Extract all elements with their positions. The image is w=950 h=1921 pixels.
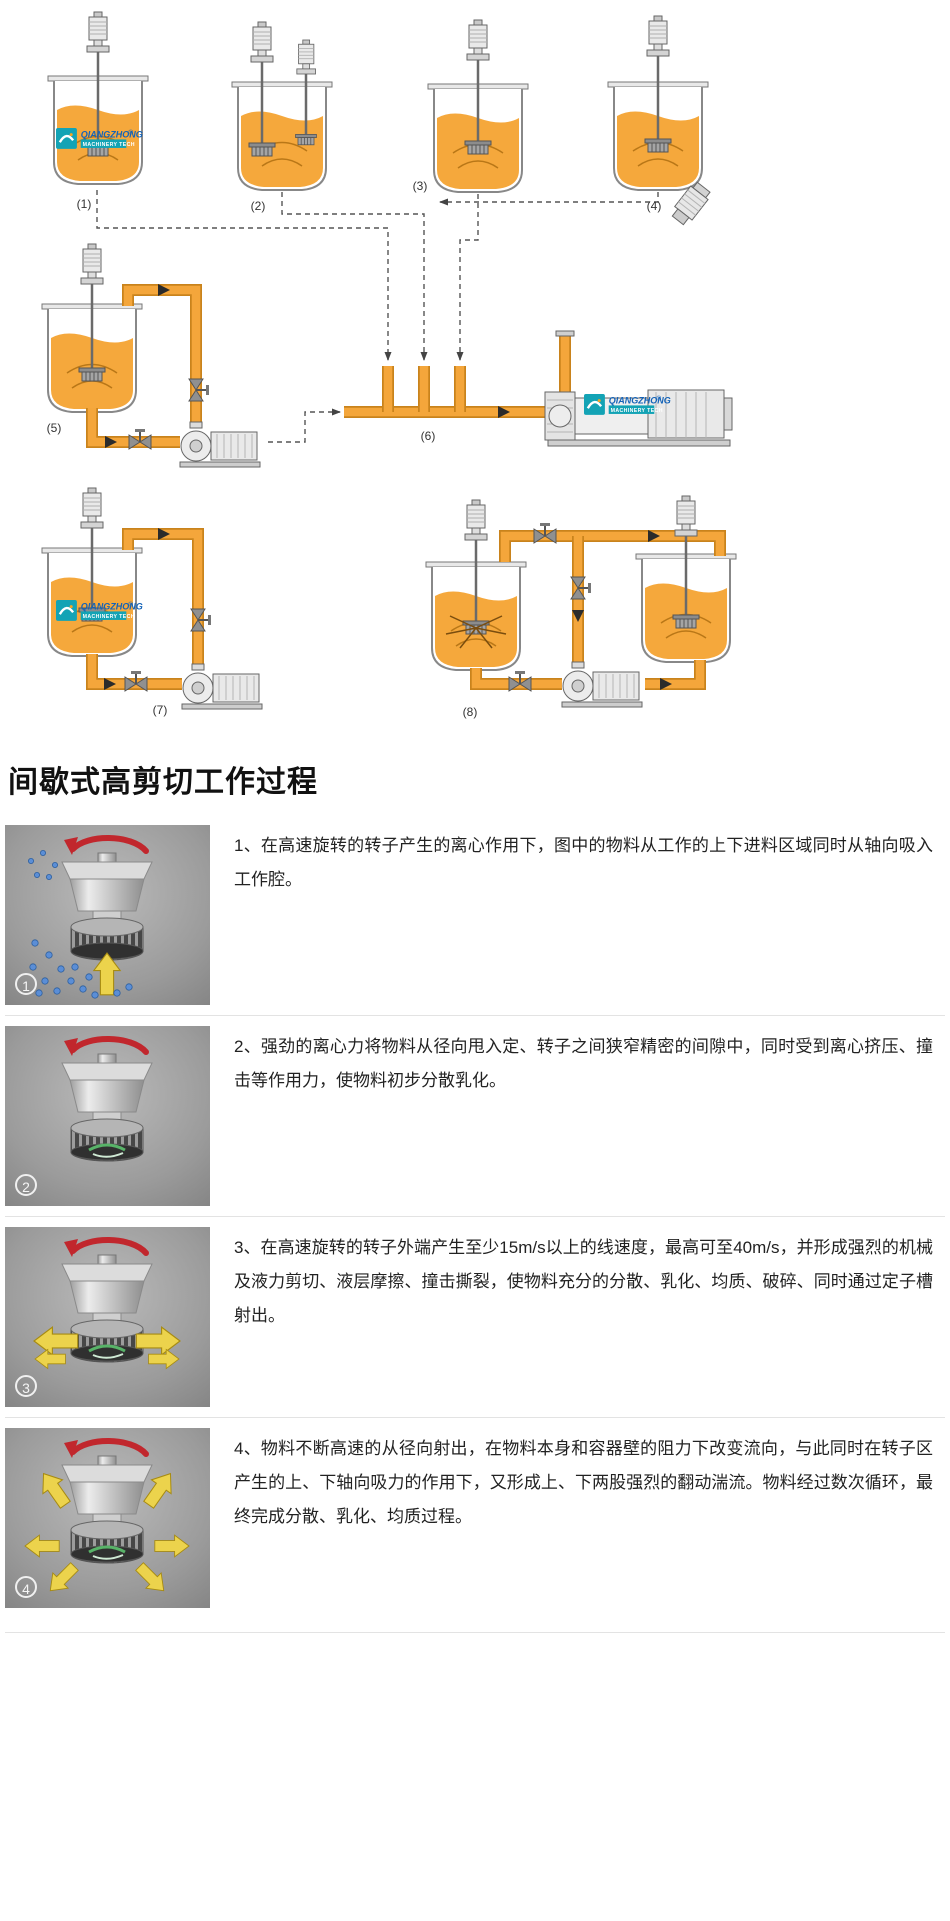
step-figure-1: 1 — [5, 825, 210, 1005]
diagram-label-7: (7) — [153, 703, 168, 717]
brand-logo — [54, 598, 144, 623]
mixer-shafts — [90, 52, 688, 626]
inline-homogenizer — [671, 181, 711, 226]
step-row-4: 4 4、物料不断高速的从径向射出，在物料本身和容器壁的阻力下改变流向，与此同时在… — [5, 1417, 945, 1618]
flow-arrows — [104, 284, 672, 690]
step-row-2: 2 2、强劲的离心力将物料从径向甩入定、转子之间狭窄精密的间隙中，同时受到离心挤… — [5, 1015, 945, 1216]
impellers — [78, 133, 700, 649]
section-title: 间歇式高剪切工作过程 — [8, 766, 318, 799]
step-figure-4: 4 — [5, 1428, 210, 1608]
step-description: 1、在高速旋转的转子产生的离心作用下，图中的物料从工作的上下进料区域同时从轴向吸… — [234, 836, 933, 889]
step-number-badge: 4 — [15, 1576, 37, 1598]
piping — [92, 290, 720, 684]
pump — [181, 663, 263, 710]
steps-list: 1 1、在高速旋转的转子产生的离心作用下，图中的物料从工作的上下进料区域同时从轴… — [0, 815, 950, 1618]
diagram-label-6: (6) — [421, 429, 436, 443]
step-row-1: 1 1、在高速旋转的转子产生的离心作用下，图中的物料从工作的上下进料区域同时从轴… — [5, 815, 945, 1015]
step-description: 3、在高速旋转的转子外端产生至少15m/s以上的线速度，最高可至40m/s，并形… — [234, 1238, 933, 1325]
diagram-label-4: (4) — [647, 199, 662, 213]
mixer-motors — [80, 11, 698, 541]
brand-logo — [54, 126, 144, 151]
step-figure-3: 3 — [5, 1227, 210, 1407]
step-description: 2、强劲的离心力将物料从径向甩入定、转子之间狭窄精密的间隙中，同时受到离心挤压、… — [234, 1037, 933, 1090]
step-number-badge: 2 — [15, 1174, 37, 1196]
diagram-label-2: (2) — [251, 199, 266, 213]
step-row-3: 3 3、在高速旋转的转子外端产生至少15m/s以上的线速度，最高可至40m/s，… — [5, 1216, 945, 1417]
diagram-label-1: (1) — [77, 197, 92, 211]
pump — [561, 661, 643, 708]
rotor-suction-illustration — [5, 825, 210, 1005]
step-figure-2: 2 — [5, 1026, 210, 1206]
pump — [179, 421, 261, 468]
rotor-shear-gap-illustration — [5, 1026, 210, 1206]
diagram-label-3: (3) — [413, 179, 428, 193]
turbulent-circulation-illustration — [5, 1428, 210, 1608]
step-number-badge: 1 — [15, 973, 37, 995]
dispersion-lines — [445, 615, 507, 649]
bottom-divider — [5, 1632, 945, 1633]
system-configurations-diagram: (1) (2) (3) (4) (5) (6) (7) (8) — [41, 11, 737, 719]
step-description: 4、物料不断高速的从径向射出，在物料本身和容器壁的阻力下改变流向，与此同时在转子… — [234, 1439, 933, 1526]
material-droplets — [27, 849, 133, 999]
mixing-tank — [231, 81, 333, 191]
radial-ejection-illustration — [5, 1227, 210, 1407]
diagram-label-5: (5) — [47, 421, 62, 435]
pump-motor-unit — [544, 389, 733, 447]
step-number-badge: 3 — [15, 1375, 37, 1397]
diagram-label-8: (8) — [463, 705, 478, 719]
brand-logo — [582, 392, 672, 417]
dashed-connectors — [96, 190, 659, 443]
